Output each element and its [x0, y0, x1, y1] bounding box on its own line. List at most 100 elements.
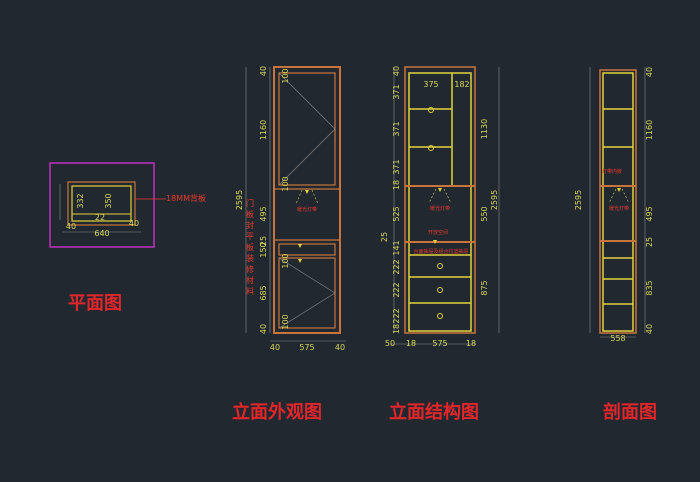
section-right-dim: 495	[645, 206, 654, 221]
struct-handle	[437, 263, 443, 269]
struct-top-dim: 182	[454, 80, 469, 89]
front-bottom-dim: 40	[270, 343, 280, 352]
plan-dim-width: 640	[94, 229, 109, 238]
section-note: 灯带内嵌	[602, 168, 622, 175]
front-inner-dim: 100	[281, 314, 290, 329]
front-inner-dim: 100	[281, 253, 290, 268]
section-view: 暖光灯带 灯带内嵌 2595 40 1160 495 25 835 40 558…	[574, 67, 657, 423]
struct-cabinet-inner	[408, 72, 472, 332]
struct-handle	[437, 287, 443, 293]
struct-dim: 141	[392, 240, 401, 255]
plan-dim-depth-inner: 350	[104, 193, 113, 208]
front-dim: 495	[259, 206, 268, 221]
struct-dim: 40	[392, 66, 401, 76]
struct-dim: 371	[392, 159, 401, 174]
plan-cabinet-outer	[67, 181, 136, 226]
section-title: 剖面图	[603, 401, 657, 423]
front-light-ray	[311, 189, 319, 205]
struct-dim: 222	[392, 308, 401, 323]
front-bottom-dim: 40	[335, 343, 345, 352]
struct-dim: 371	[392, 121, 401, 136]
struct-light-icon	[438, 188, 442, 192]
struct-note-open: 开放空间	[428, 229, 448, 236]
front-light-ray	[295, 189, 303, 205]
section-light-label: 暖光灯带	[609, 205, 629, 212]
front-dim: 685	[259, 285, 268, 300]
section-bottom-dim: 558	[610, 334, 625, 343]
front-dim: 25	[259, 236, 268, 246]
front-handle-icon	[298, 244, 302, 248]
struct-dim: 18	[392, 180, 401, 190]
front-dim: 40	[259, 66, 268, 76]
front-door-swing-line	[278, 128, 336, 186]
struct-right-dim: 875	[480, 280, 489, 295]
front-elevation: 暖光灯带 2595 40 1160 495 25 150 685 40 100 …	[232, 66, 346, 423]
section-dim-total: 2595	[574, 190, 583, 210]
section-right-dim: 25	[645, 237, 654, 247]
front-dim: 1160	[259, 120, 268, 140]
front-light-icon	[305, 190, 309, 194]
struct-right-dim: 550	[480, 206, 489, 221]
section-light-icon	[617, 188, 621, 192]
struct-light-label: 暖光灯带	[430, 205, 450, 212]
struct-dim: 525	[392, 206, 401, 221]
struct-dim: 222	[392, 282, 401, 297]
plan-dim-right: 40	[129, 219, 139, 228]
plan-outline	[49, 162, 155, 248]
front-light-label: 暖光灯带	[297, 206, 317, 213]
struct-marker-icon	[433, 240, 437, 244]
plan-dim-mid: 22	[95, 213, 105, 222]
struct-bottom-dim: 575	[432, 339, 447, 348]
struct-cabinet-outer	[404, 66, 476, 334]
section-right-dim: 1160	[645, 120, 654, 140]
struct-right-dim: 1130	[480, 119, 489, 139]
plan-cabinet-inner	[71, 185, 132, 222]
section-cabinet-inner	[602, 72, 634, 332]
plan-title: 平面图	[68, 293, 122, 314]
struct-dim: 371	[392, 84, 401, 99]
struct-top-dim: 375	[423, 80, 438, 89]
section-light-ray	[608, 188, 617, 204]
section-light-ray	[621, 188, 630, 204]
front-door-swing-line	[278, 292, 336, 329]
front-dim: 150	[259, 242, 268, 257]
front-bottom-dim: 575	[299, 343, 314, 352]
front-drawer	[278, 243, 336, 256]
struct-handle	[437, 313, 443, 319]
plan-view: 332 350 22 40 40 640 18MM背板 平面图	[49, 162, 206, 314]
front-title: 立面外观图	[232, 401, 322, 423]
section-right-dim: 40	[645, 67, 654, 77]
struct-hole	[428, 107, 434, 113]
front-dim: 40	[259, 324, 268, 334]
struct-bottom-dim: 18	[406, 339, 416, 348]
struct-bottom-dim: 50	[385, 339, 395, 348]
front-door-swing-line	[278, 72, 336, 130]
plan-note-backboard: 18MM背板	[166, 193, 206, 203]
struct-right-total: 2595	[490, 190, 499, 210]
struct-dim: 222	[392, 259, 401, 274]
plan-dim-depth: 332	[76, 193, 85, 208]
front-side-note: 门板封平板装修材料	[246, 198, 254, 296]
front-inner-dim: 100	[281, 68, 290, 83]
section-cabinet-outer	[599, 69, 637, 334]
section-right-dim: 835	[645, 280, 654, 295]
struct-hole	[428, 145, 434, 151]
plan-dim-left: 40	[66, 222, 76, 231]
struct-dim: 18	[392, 324, 401, 334]
struct-light-ray	[428, 188, 437, 204]
structure-elevation: 暖光灯带 开放空间 台面抽屉及组合拉篮抽屉 375 182 40 371 371…	[380, 66, 500, 423]
struct-dim: 25	[380, 232, 389, 242]
front-handle-icon	[298, 259, 302, 263]
front-cabinet-outer	[273, 66, 341, 334]
struct-light-ray	[443, 188, 452, 204]
struct-note-drawer: 台面抽屉及组合拉篮抽屉	[413, 248, 468, 255]
struct-bottom-dim: 18	[466, 339, 476, 348]
front-upper-door	[278, 72, 336, 186]
struct-title: 立面结构图	[389, 401, 479, 423]
section-right-dim: 40	[645, 324, 654, 334]
front-door-swing-line	[278, 257, 336, 294]
front-inner-dim: 100	[281, 176, 290, 191]
front-dim-total: 2595	[235, 190, 244, 210]
